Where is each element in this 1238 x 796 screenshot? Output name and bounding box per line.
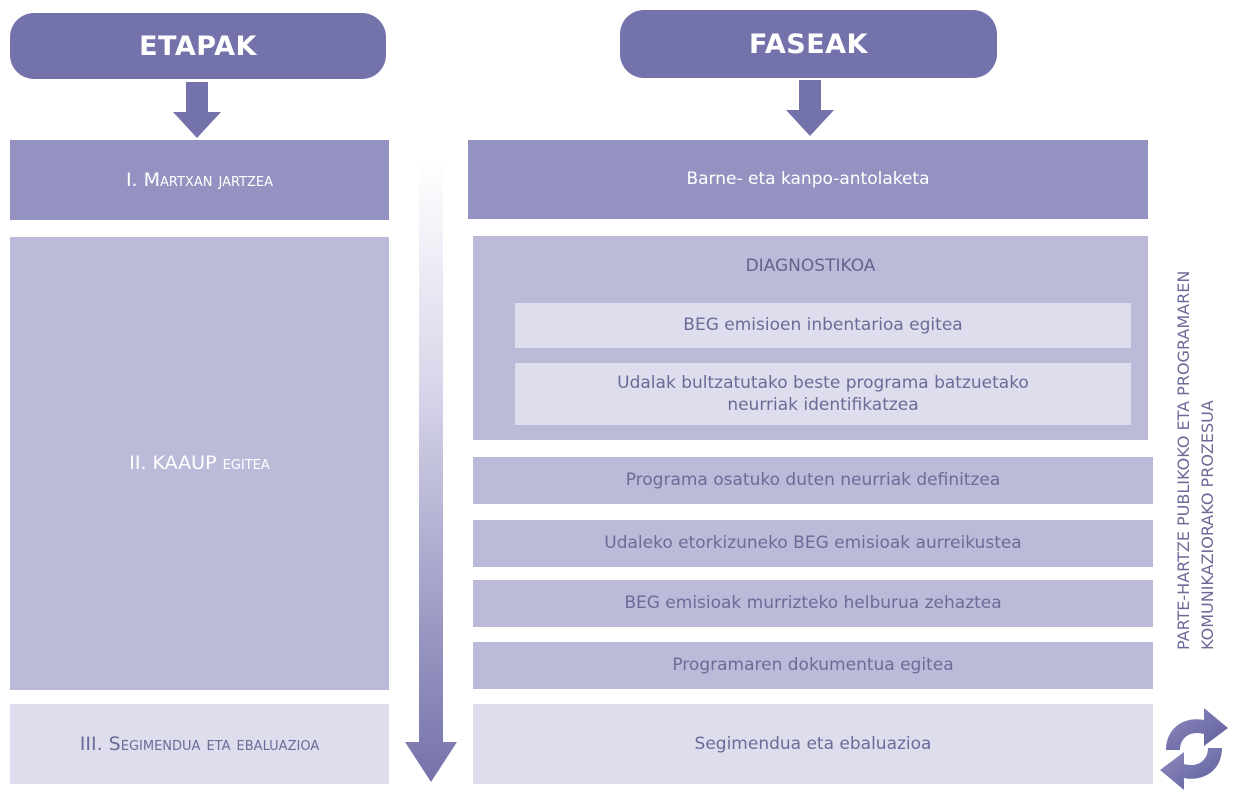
stage-1-box: I. Martxan jartzea — [10, 140, 389, 220]
phase-step-reduction-target-label: BEG emisioak murrizteko helburua zehazte… — [624, 593, 1002, 614]
phase-organization-label: Barne- eta kanpo-antolaketa — [686, 169, 930, 190]
phases-down-arrow-icon — [786, 80, 834, 136]
stage-3-box: III. Segimendua eta ebaluazioa — [10, 704, 389, 784]
phase-step-program-document: Programaren dokumentua egitea — [473, 642, 1153, 689]
phase-organization-box: Barne- eta kanpo-antolaketa — [468, 140, 1148, 219]
diagnosis-item-inventory-label: BEG emisioen inbentarioa egitea — [683, 315, 963, 336]
phase-step-program-document-label: Programaren dokumentua egitea — [672, 655, 954, 676]
phases-header-label: FASEAK — [749, 28, 868, 60]
stage-2-box: II. KAAUP egitea — [10, 237, 389, 690]
participation-process-line2: KOMUNIKAZIORAKO PROZESUA — [1198, 400, 1217, 650]
stage-1-label: I. Martxan jartzea — [125, 168, 274, 191]
phases-header: FASEAK — [620, 10, 997, 78]
stages-header: ETAPAK — [10, 13, 386, 79]
phase-step-define-measures: Programa osatuko duten neurriak definitz… — [473, 457, 1153, 504]
stage-3-label: III. Segimendua eta ebaluazioa — [79, 732, 320, 755]
phase-step-reduction-target: BEG emisioak murrizteko helburua zehazte… — [473, 580, 1153, 627]
stages-header-label: ETAPAK — [139, 30, 257, 62]
refresh-cycle-icon — [1160, 708, 1228, 790]
diagnosis-item-other-programs: Udalak bultzatutako beste programa batzu… — [515, 363, 1131, 425]
phase-step-monitoring: Segimendua eta ebaluazioa — [473, 704, 1153, 784]
timeline-arrow-icon — [405, 160, 457, 782]
phase-step-forecast-emissions-label: Udaleko etorkizuneko BEG emisioak aurrei… — [604, 533, 1022, 554]
diagnosis-title: DIAGNOSTIKOA — [745, 256, 876, 276]
phase-step-monitoring-label: Segimendua eta ebaluazioa — [694, 733, 932, 754]
stages-down-arrow-icon — [173, 82, 221, 138]
participation-process-label: PARTE-HARTZE PUBLIKOKO ETA PROGRAMAREN K… — [1171, 185, 1221, 650]
phase-step-define-measures-label: Programa osatuko duten neurriak definitz… — [625, 470, 1001, 491]
diagnosis-box: DIAGNOSTIKOA BEG emisioen inbentarioa eg… — [473, 236, 1148, 440]
diagnosis-item-inventory: BEG emisioen inbentarioa egitea — [515, 303, 1131, 348]
diagnosis-item-other-programs-label: Udalak bultzatutako beste programa batzu… — [617, 372, 1029, 415]
participation-process-line1: PARTE-HARTZE PUBLIKOKO ETA PROGRAMAREN — [1174, 270, 1193, 650]
stage-2-label: II. KAAUP egitea — [129, 452, 270, 475]
phase-step-forecast-emissions: Udaleko etorkizuneko BEG emisioak aurrei… — [473, 520, 1153, 567]
